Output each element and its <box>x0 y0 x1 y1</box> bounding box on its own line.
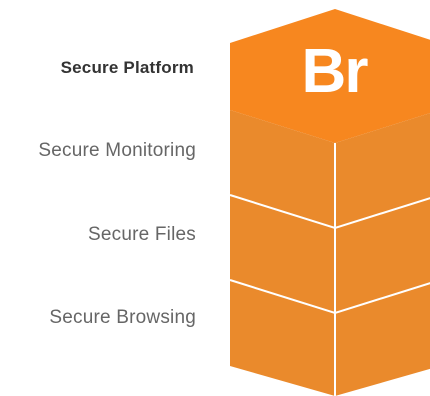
block-body-left-face <box>230 110 335 396</box>
block-body-right-face <box>335 113 430 396</box>
layer-label-secure-monitoring[interactable]: Secure Monitoring <box>38 140 196 161</box>
top-prism <box>230 9 430 143</box>
layer-dividers <box>229 143 430 396</box>
layer-block-body <box>230 110 430 396</box>
layer-label-secure-platform[interactable]: Secure Platform <box>60 58 194 77</box>
layer-label-secure-browsing[interactable]: Secure Browsing <box>49 307 196 328</box>
layer-label-secure-files[interactable]: Secure Files <box>88 224 196 245</box>
brand-logo-text: Br <box>302 37 369 106</box>
layer-block-secure-platform[interactable]: Br <box>230 9 430 143</box>
layer-labels: Secure Platform Secure Monitoring Secure… <box>0 0 200 396</box>
